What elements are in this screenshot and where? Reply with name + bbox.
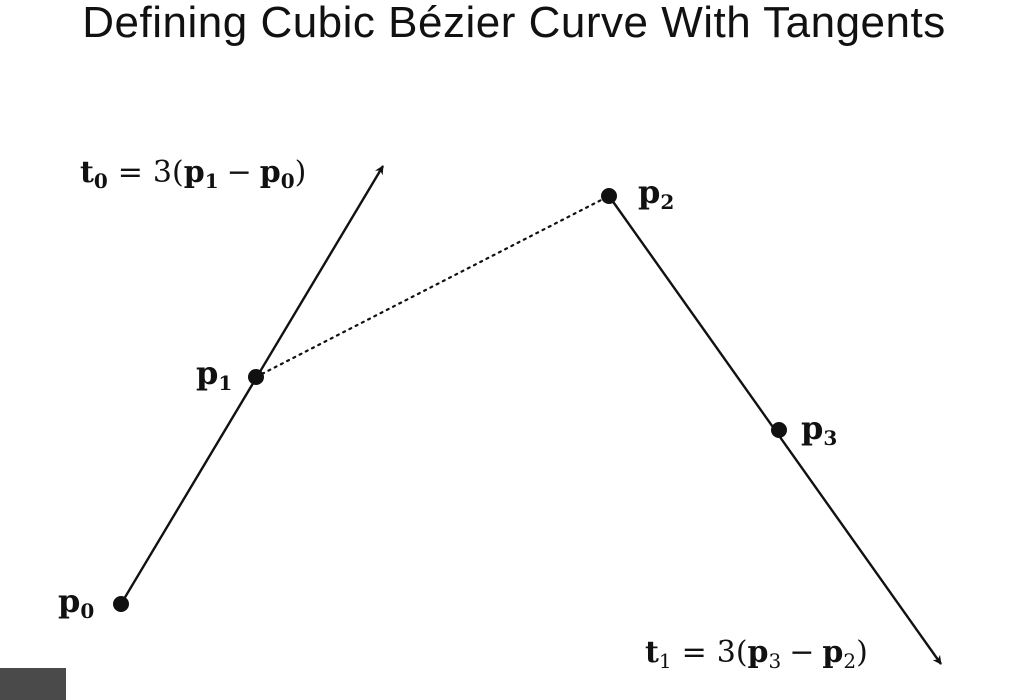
control-polygon-p1-p2 bbox=[254, 194, 611, 379]
point-p3 bbox=[771, 422, 787, 438]
slide-title: Defining Cubic Bézier Curve With Tangent… bbox=[82, 0, 946, 47]
corner-thumbnail bbox=[0, 668, 66, 700]
tangent-t0-label: t0=3(p1−p0) bbox=[80, 155, 306, 193]
tangent-t0-line bbox=[119, 165, 385, 605]
tangent-t1-label: t1=3(p3−p2) bbox=[645, 635, 868, 673]
label-p3: p3 bbox=[801, 409, 837, 450]
label-p0: p0 bbox=[58, 582, 94, 623]
label-p2: p2 bbox=[638, 173, 674, 214]
point-p2 bbox=[601, 188, 617, 204]
point-p1 bbox=[248, 369, 264, 385]
label-p1: p1 bbox=[196, 354, 232, 395]
point-p0 bbox=[113, 596, 129, 612]
